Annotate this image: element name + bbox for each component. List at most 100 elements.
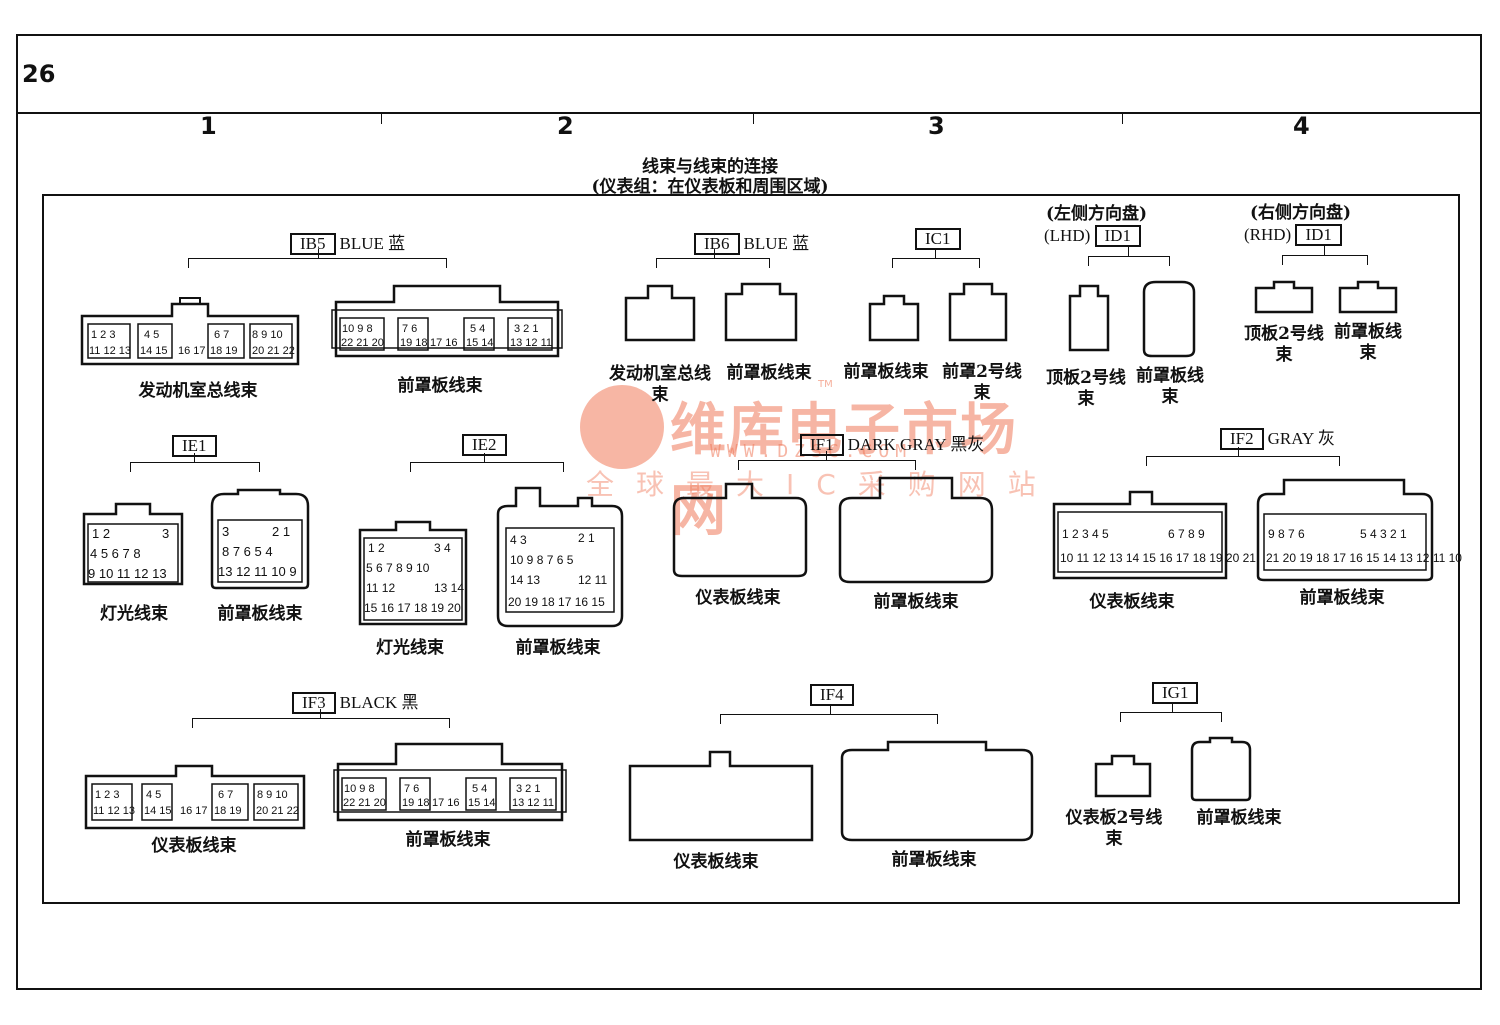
bracket-stem <box>935 249 936 258</box>
harness-label: 前罩板线束 <box>843 362 929 382</box>
svg-text:8 9 10: 8 9 10 <box>257 789 288 801</box>
group-bracket <box>892 258 980 268</box>
column-label-3: 3 <box>928 112 945 140</box>
harness-label: 仪表板线束 <box>673 852 759 872</box>
connector-if1-dash <box>672 482 808 578</box>
svg-text:3 2 1: 3 2 1 <box>514 323 538 335</box>
svg-text:14 15: 14 15 <box>140 345 168 357</box>
connector-code-ic1: IC1 <box>915 228 965 250</box>
connector-code-ie1: IE1 <box>172 435 221 457</box>
bracket-stem <box>714 249 715 258</box>
svg-text:10 11 12 13 14 15 16 17 18 19: 10 11 12 13 14 15 16 17 18 19 20 21 <box>1060 551 1256 565</box>
svg-text:1 2 3 4 5: 1 2 3 4 5 <box>1062 527 1109 541</box>
harness-label: 前罩2号线束 <box>942 362 1022 403</box>
bracket-stem <box>194 453 195 462</box>
svg-text:22 21 20: 22 21 20 <box>341 337 384 349</box>
svg-text:16 17: 16 17 <box>180 805 208 817</box>
group-bracket <box>656 258 770 268</box>
group-bracket <box>1120 712 1222 722</box>
connector-ib6-cowl <box>724 282 798 342</box>
group-bracket <box>188 258 447 268</box>
svg-text:10 9 8: 10 9 8 <box>344 783 375 795</box>
harness-label: 仪表板线束 <box>1089 592 1175 612</box>
harness-label: 前罩板线束 <box>405 830 491 850</box>
harness-label: 前罩板线束 <box>1136 366 1204 407</box>
group-bracket <box>130 462 260 472</box>
svg-text:5 4 3 2 1: 5 4 3 2 1 <box>1360 527 1407 541</box>
svg-text:5 4: 5 4 <box>470 323 485 335</box>
connector-if3-cowl: 10 9 822 21 20 7 619 18 17 16 5 415 14 3… <box>333 742 567 822</box>
harness-label: 前罩板线束 <box>873 592 959 612</box>
bracket-stem <box>830 705 831 714</box>
bracket-stem <box>484 453 485 462</box>
svg-text:4 5 6 7 8: 4 5 6 7 8 <box>90 546 141 561</box>
svg-text:1 2 3: 1 2 3 <box>91 329 115 341</box>
bracket-stem <box>826 451 827 460</box>
svg-text:4 3: 4 3 <box>510 533 527 547</box>
svg-text:2 1: 2 1 <box>272 524 290 539</box>
svg-text:19 18: 19 18 <box>400 337 428 349</box>
svg-text:13 12 11: 13 12 11 <box>512 797 554 809</box>
bracket-stem <box>1128 247 1129 256</box>
svg-text:15 16 17 18 19 20: 15 16 17 18 19 20 <box>364 601 461 615</box>
bracket-stem <box>1172 703 1173 712</box>
header-rule <box>16 112 1480 114</box>
harness-label: 灯光线束 <box>376 638 444 658</box>
connector-id1-rhd-roof <box>1254 280 1314 314</box>
watermark-url: WWW.DZSC.COM <box>710 441 913 462</box>
svg-text:13 12 11 10 9: 13 12 11 10 9 <box>218 564 297 579</box>
svg-text:22 21 20: 22 21 20 <box>343 797 386 809</box>
bracket-stem <box>320 709 321 718</box>
diagram-area <box>42 194 1460 904</box>
svg-text:3: 3 <box>162 526 169 541</box>
harness-label: 前罩板线束 <box>1334 322 1402 363</box>
connector-if4-cowl <box>840 740 1034 842</box>
group-bracket <box>192 718 450 728</box>
svg-text:7 6: 7 6 <box>402 323 417 335</box>
harness-label: 前罩板线束 <box>891 850 977 870</box>
harness-label: 前罩板线束 <box>1196 808 1282 828</box>
svg-text:3 4: 3 4 <box>434 541 451 555</box>
column-label-1: 1 <box>200 112 217 140</box>
watermark-name: 维库电子市场网 <box>670 398 1018 544</box>
diagram-title: 线束与线束的连接 <box>642 157 778 177</box>
connector-ib5-cowl: 10 9 822 21 20 7 619 18 17 16 5 415 14 3… <box>331 284 563 358</box>
svg-text:14 13: 14 13 <box>510 573 540 587</box>
svg-text:4 5: 4 5 <box>144 329 159 341</box>
connector-code-if4: IF4 <box>810 684 858 706</box>
page-number: 26 <box>22 60 56 88</box>
connector-if1-cowl <box>838 476 994 584</box>
svg-text:20 21 22: 20 21 22 <box>252 345 295 357</box>
svg-text:9 8 7 6: 9 8 7 6 <box>1268 527 1305 541</box>
svg-text:9 10 11 12 13: 9 10 11 12 13 <box>88 566 167 581</box>
svg-text:3: 3 <box>222 524 229 539</box>
svg-text:13 12 11: 13 12 11 <box>510 337 552 349</box>
svg-text:10 9 8: 10 9 8 <box>342 323 373 335</box>
column-label-2: 2 <box>557 112 574 140</box>
connector-code-ie2: IE2 <box>462 434 511 456</box>
group-bracket <box>410 462 564 472</box>
svg-text:5 6 7 8 9 10: 5 6 7 8 9 10 <box>366 561 430 575</box>
svg-text:12 11: 12 11 <box>578 573 607 587</box>
svg-text:16 17: 16 17 <box>178 345 206 357</box>
group-bracket <box>738 460 916 470</box>
group-bracket <box>1088 256 1170 266</box>
harness-label: 前罩板线束 <box>1299 588 1385 608</box>
column-label-4: 4 <box>1293 112 1310 140</box>
svg-text:14 15: 14 15 <box>144 805 172 817</box>
connector-ig1-cowl <box>1190 736 1252 802</box>
svg-text:11 12 13: 11 12 13 <box>93 805 135 817</box>
connector-code-id1-lhd: (LHD) ID1 <box>1044 225 1145 247</box>
harness-label: 前罩板线束 <box>726 363 812 383</box>
diagram-subtitle: (仪表组：在仪表板和周围区域) <box>591 177 829 197</box>
connector-code-id1-rhd: (RHD) ID1 <box>1244 224 1346 246</box>
watermark: 维库电子市场网 TM WWW.DZSC.COM 全球最大IC采购网站 <box>580 379 1060 544</box>
connector-id1-lhd-roof <box>1068 284 1110 352</box>
svg-text:8 7 6 5 4: 8 7 6 5 4 <box>222 544 273 559</box>
